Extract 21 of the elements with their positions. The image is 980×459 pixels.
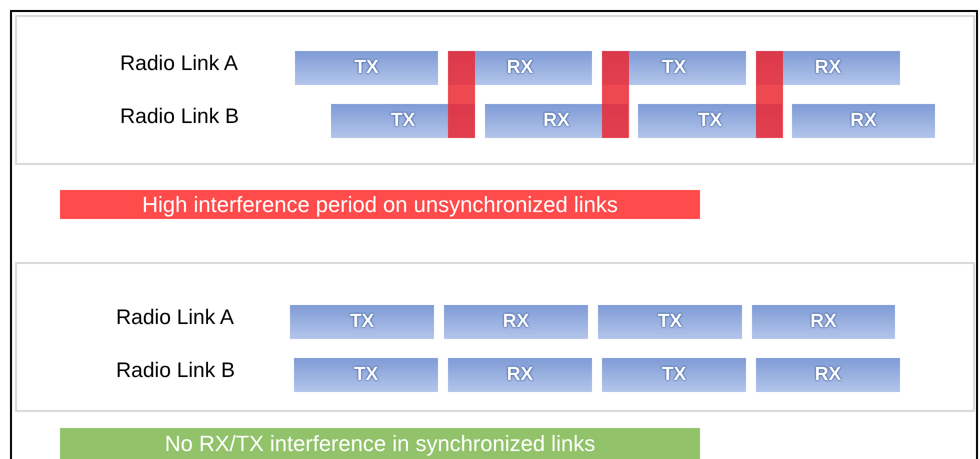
- row-label: Radio Link A: [116, 306, 234, 330]
- note-banner: High interference period on unsynchronized links: [60, 190, 700, 219]
- time-slot: TX: [290, 305, 434, 339]
- timing-panel: [15, 262, 975, 412]
- interference-marker: [448, 51, 475, 138]
- time-slot: TX: [598, 305, 742, 339]
- time-slot: RX: [756, 358, 900, 392]
- row-label: Radio Link B: [116, 359, 236, 383]
- time-slot: TX: [295, 51, 438, 85]
- row-label: Radio Link B: [120, 105, 240, 129]
- time-slot: RX: [448, 358, 592, 392]
- interference-marker: [756, 51, 783, 138]
- row-label: Radio Link A: [120, 52, 238, 76]
- time-slot: TX: [602, 358, 746, 392]
- time-slot: RX: [752, 305, 895, 339]
- time-slot: TX: [294, 358, 438, 392]
- time-slot: RX: [792, 104, 935, 138]
- time-slot: RX: [444, 305, 588, 339]
- note-banner: No RX/TX interference in synchronized links: [60, 428, 700, 459]
- interference-marker: [602, 51, 629, 138]
- timing-panel: [15, 15, 975, 165]
